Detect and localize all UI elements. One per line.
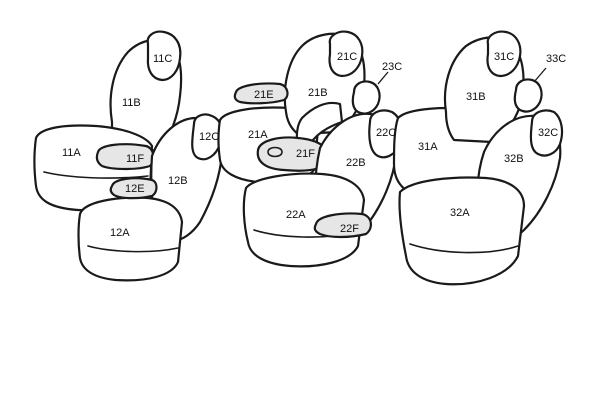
label-21A: 21A <box>248 129 268 141</box>
label-22C: 22C <box>376 127 396 139</box>
label-11B: 11B <box>122 97 141 109</box>
center-console <box>295 101 344 152</box>
part-labels: 11C 11B 11A 11F 12C 12E 12B 12A 21C 23C … <box>62 51 566 239</box>
leader-33C <box>533 67 547 83</box>
label-31A: 31A <box>418 141 438 153</box>
label-22F: 22F <box>340 223 359 235</box>
label-33C: 33C <box>546 53 566 65</box>
seat-part-11A-fold <box>43 171 149 179</box>
row-3-seat-group <box>392 30 564 286</box>
seat-part-21E <box>233 82 289 105</box>
cup-holder <box>267 146 283 158</box>
seat-part-22A <box>242 172 366 268</box>
seat-part-32A-fold <box>409 243 519 254</box>
seat-part-33C <box>513 78 543 113</box>
label-21F: 21F <box>296 148 315 160</box>
label-12C: 12C <box>199 131 219 143</box>
seat-part-32A <box>398 176 526 286</box>
seat-part-11F <box>95 143 155 171</box>
label-22A: 22A <box>286 209 306 221</box>
label-21C: 21C <box>337 51 357 63</box>
seat-part-31C <box>486 30 522 78</box>
label-12E: 12E <box>125 183 145 195</box>
seat-part-12A-fold <box>87 245 179 253</box>
label-21E: 21E <box>254 89 274 101</box>
label-31C: 31C <box>494 51 514 63</box>
seat-part-12A <box>77 196 184 282</box>
label-32B: 32B <box>504 153 524 165</box>
label-31B: 31B <box>466 91 486 103</box>
seat-part-12E <box>109 177 158 200</box>
seat-part-32C <box>529 109 564 157</box>
label-32C: 32C <box>538 127 558 139</box>
label-32A: 32A <box>450 207 470 219</box>
seat-part-21C <box>328 30 364 78</box>
label-11C: 11C <box>153 53 172 65</box>
seat-part-22F <box>313 212 372 239</box>
seat-part-23C <box>351 80 381 115</box>
leader-23C <box>377 71 389 85</box>
label-12B: 12B <box>168 175 188 187</box>
label-22B: 22B <box>346 157 366 169</box>
label-11A: 11A <box>62 147 81 159</box>
label-21B: 21B <box>308 87 328 99</box>
row-1-seat-group <box>33 30 224 282</box>
seat-part-11C <box>146 30 182 82</box>
label-23C: 23C <box>382 61 402 73</box>
row-2-seat-group <box>217 30 403 268</box>
label-12A: 12A <box>110 227 130 239</box>
label-11F: 11F <box>126 153 144 165</box>
